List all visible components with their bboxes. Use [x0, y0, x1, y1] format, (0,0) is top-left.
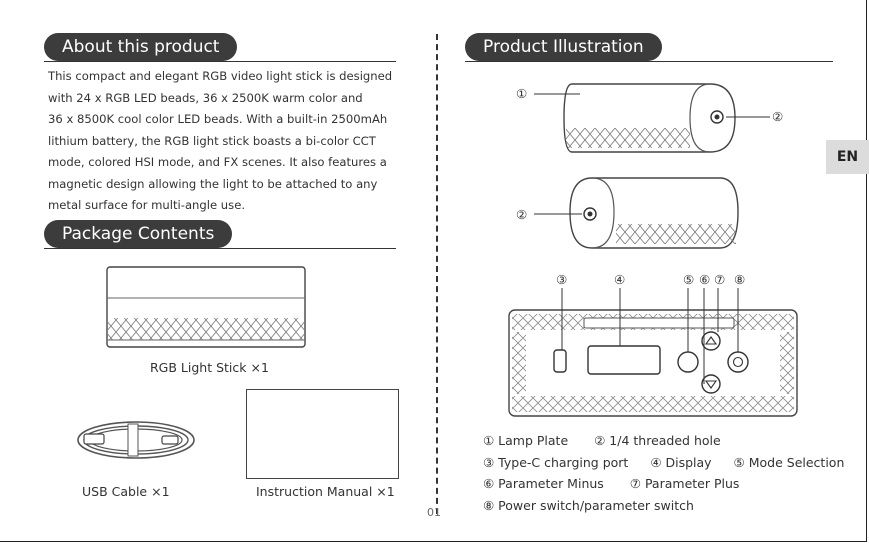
about-rule	[44, 61, 396, 62]
legend-parameter-minus: ⑥ Parameter Minus	[483, 476, 604, 491]
light-side-view-illustration	[534, 177, 739, 249]
usb-cable-illustration	[77, 421, 195, 459]
about-line: lithium battery, the RGB light stick boa…	[48, 133, 376, 148]
package-heading: Package Contents	[44, 220, 233, 248]
legend-line-3: ⑥ Parameter Minus ⑦ Parameter Plus	[483, 476, 739, 491]
light-stick-illustration	[106, 266, 306, 348]
about-line: 36 x 8500K cool color LED beads. With a …	[48, 112, 388, 126]
legend-line-2: ③ Type-C charging port ④ Display ⑤ Mode …	[483, 455, 844, 470]
about-line: mode, colored HSI mode, and FX scenes. I…	[48, 155, 387, 169]
callout-2: ②	[772, 109, 784, 124]
about-line: with 24 x RGB LED beads, 36 x 2500K warm…	[48, 90, 363, 105]
about-line: This compact and elegant RGB video light…	[48, 69, 393, 83]
illustration-heading: Product Illustration	[465, 33, 662, 61]
package-rule	[44, 248, 396, 249]
legend-mode-selection: ⑤ Mode Selection	[733, 455, 845, 470]
light-top-view-illustration	[534, 83, 770, 153]
callout-3: ③	[556, 272, 568, 287]
legend-line-4: ⑧ Power switch/parameter switch	[483, 498, 694, 513]
callout-6: ⑥	[699, 272, 711, 287]
callout-4: ④	[614, 272, 626, 287]
callout-8: ⑧	[734, 272, 746, 287]
callout-7: ⑦	[714, 272, 726, 287]
about-line: metal surface for multi-angle use.	[48, 198, 246, 212]
language-tab: EN	[826, 140, 869, 174]
legend-lamp-plate: ① Lamp Plate	[483, 433, 569, 448]
legend-line-1: ① Lamp Plate ② 1/4 threaded hole	[483, 433, 721, 448]
light-stick-label: RGB Light Stick ×1	[150, 360, 269, 375]
callout-1: ①	[516, 86, 528, 101]
legend-display: ④ Display	[650, 455, 712, 470]
instruction-manual-illustration	[246, 389, 399, 479]
control-panel-illustration	[508, 288, 798, 417]
legend-typec-port: ③ Type-C charging port	[483, 455, 629, 470]
illustration-rule	[465, 61, 833, 62]
legend-parameter-plus: ⑦ Parameter Plus	[629, 476, 740, 491]
usb-cable-label: USB Cable ×1	[82, 484, 170, 499]
legend-power-switch: ⑧ Power switch/parameter switch	[483, 498, 694, 513]
about-paragraph: This compact and elegant RGB video light…	[48, 66, 408, 217]
page-number: 01	[427, 506, 441, 519]
about-line: magnetic design allowing the light to be…	[48, 176, 378, 191]
legend-threaded-hole: ② 1/4 threaded hole	[594, 433, 721, 448]
callout-2-side: ②	[516, 207, 528, 222]
column-divider	[436, 34, 438, 514]
about-heading: About this product	[44, 33, 238, 61]
callout-5: ⑤	[683, 272, 695, 287]
manual-label: Instruction Manual ×1	[256, 484, 395, 499]
